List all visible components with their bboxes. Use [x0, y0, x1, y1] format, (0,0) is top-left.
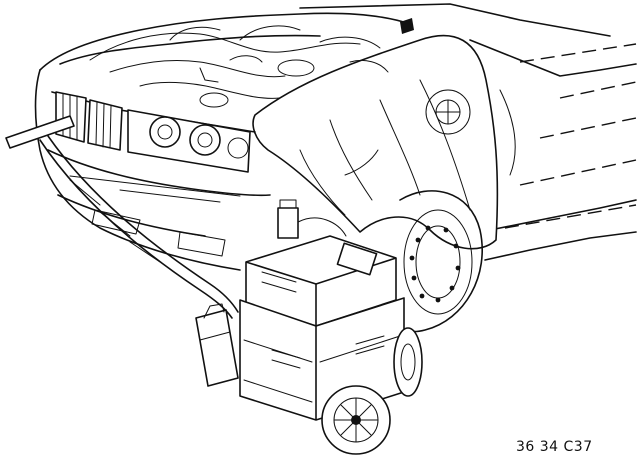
figure-code: 36 34 C37: [516, 439, 593, 455]
car-front: [34, 69, 271, 271]
extraction-unit: [195, 199, 423, 455]
fender-cover: [252, 34, 516, 250]
suction-hose: [5, 115, 239, 319]
car-rear-body: [299, 3, 637, 261]
engine-bay: [39, 12, 414, 108]
